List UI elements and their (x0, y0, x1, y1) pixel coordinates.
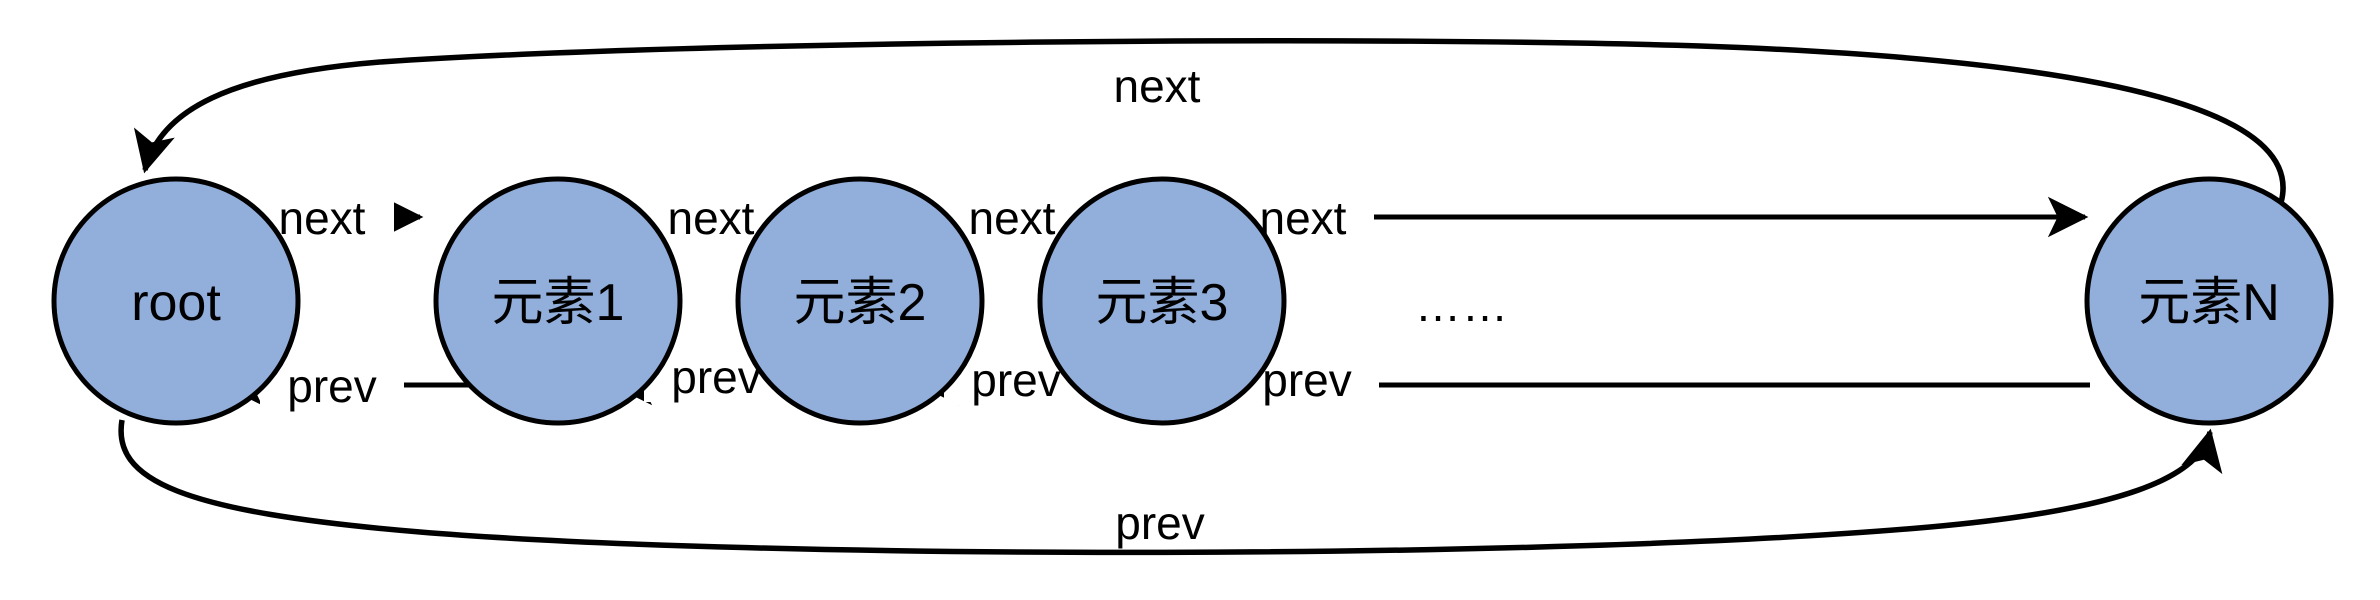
node-element-n[interactable]: 元素N (2084, 176, 2334, 426)
edge-prev-e3-e2-label: prev (971, 354, 1060, 406)
node-element-3[interactable]: 元素3 (1037, 176, 1287, 426)
edge-next-e3-eN-label: next (1260, 192, 1347, 244)
edge-prev-wrap: prev (118, 419, 2223, 556)
edge-next-e2-e3-label: next (969, 192, 1056, 244)
node-element-1-circle[interactable] (433, 176, 683, 426)
edge-prev-wrap-label: prev (1115, 497, 1204, 549)
node-element-n-circle[interactable] (2084, 176, 2334, 426)
edge-prev-e3-e2: prev (918, 353, 1100, 406)
edge-next-wrap-label-bg (1085, 60, 1233, 112)
node-element-2-circle[interactable] (735, 176, 985, 426)
edge-prev-e2-e1-label: prev (671, 351, 760, 403)
edge-next-wrap-line (133, 38, 2286, 220)
ellipsis-label: …… (1415, 279, 1509, 331)
node-root-circle[interactable] (51, 176, 301, 426)
node-element-3-label: 元素3 (1096, 274, 1229, 332)
edge-prev-e1-root: prev (221, 359, 505, 412)
ellipsis-marker: …… (1388, 279, 1538, 331)
node-root[interactable]: root (51, 176, 301, 426)
node-root-label: root (131, 274, 221, 332)
edge-prev-eN-e3: prev (1222, 353, 2090, 406)
edge-prev-wrap-label-bg (1088, 497, 1234, 549)
node-element-n-label: 元素N (2138, 274, 2280, 332)
edge-next-wrap-label: next (1114, 60, 1201, 112)
edge-prev-e1-root-label: prev (287, 360, 376, 412)
node-element-2[interactable]: 元素2 (735, 176, 985, 426)
edge-prev-wrap-line (118, 419, 2223, 556)
node-element-2-label: 元素2 (794, 274, 927, 332)
edge-prev-e1-root-label-bg (260, 359, 404, 411)
edge-next-e3-eN: next (1218, 191, 2089, 244)
edge-next-e1-e2-label: next (668, 192, 755, 244)
node-element-1[interactable]: 元素1 (433, 176, 683, 426)
edge-next-root-e1-label: next (279, 192, 366, 244)
node-element-3-circle[interactable] (1037, 176, 1287, 426)
edge-next-wrap: next (133, 38, 2286, 220)
edge-prev-eN-e3-label: prev (1262, 354, 1351, 406)
node-element-1-label: 元素1 (492, 274, 625, 332)
ellipsis-bg (1388, 279, 1538, 329)
